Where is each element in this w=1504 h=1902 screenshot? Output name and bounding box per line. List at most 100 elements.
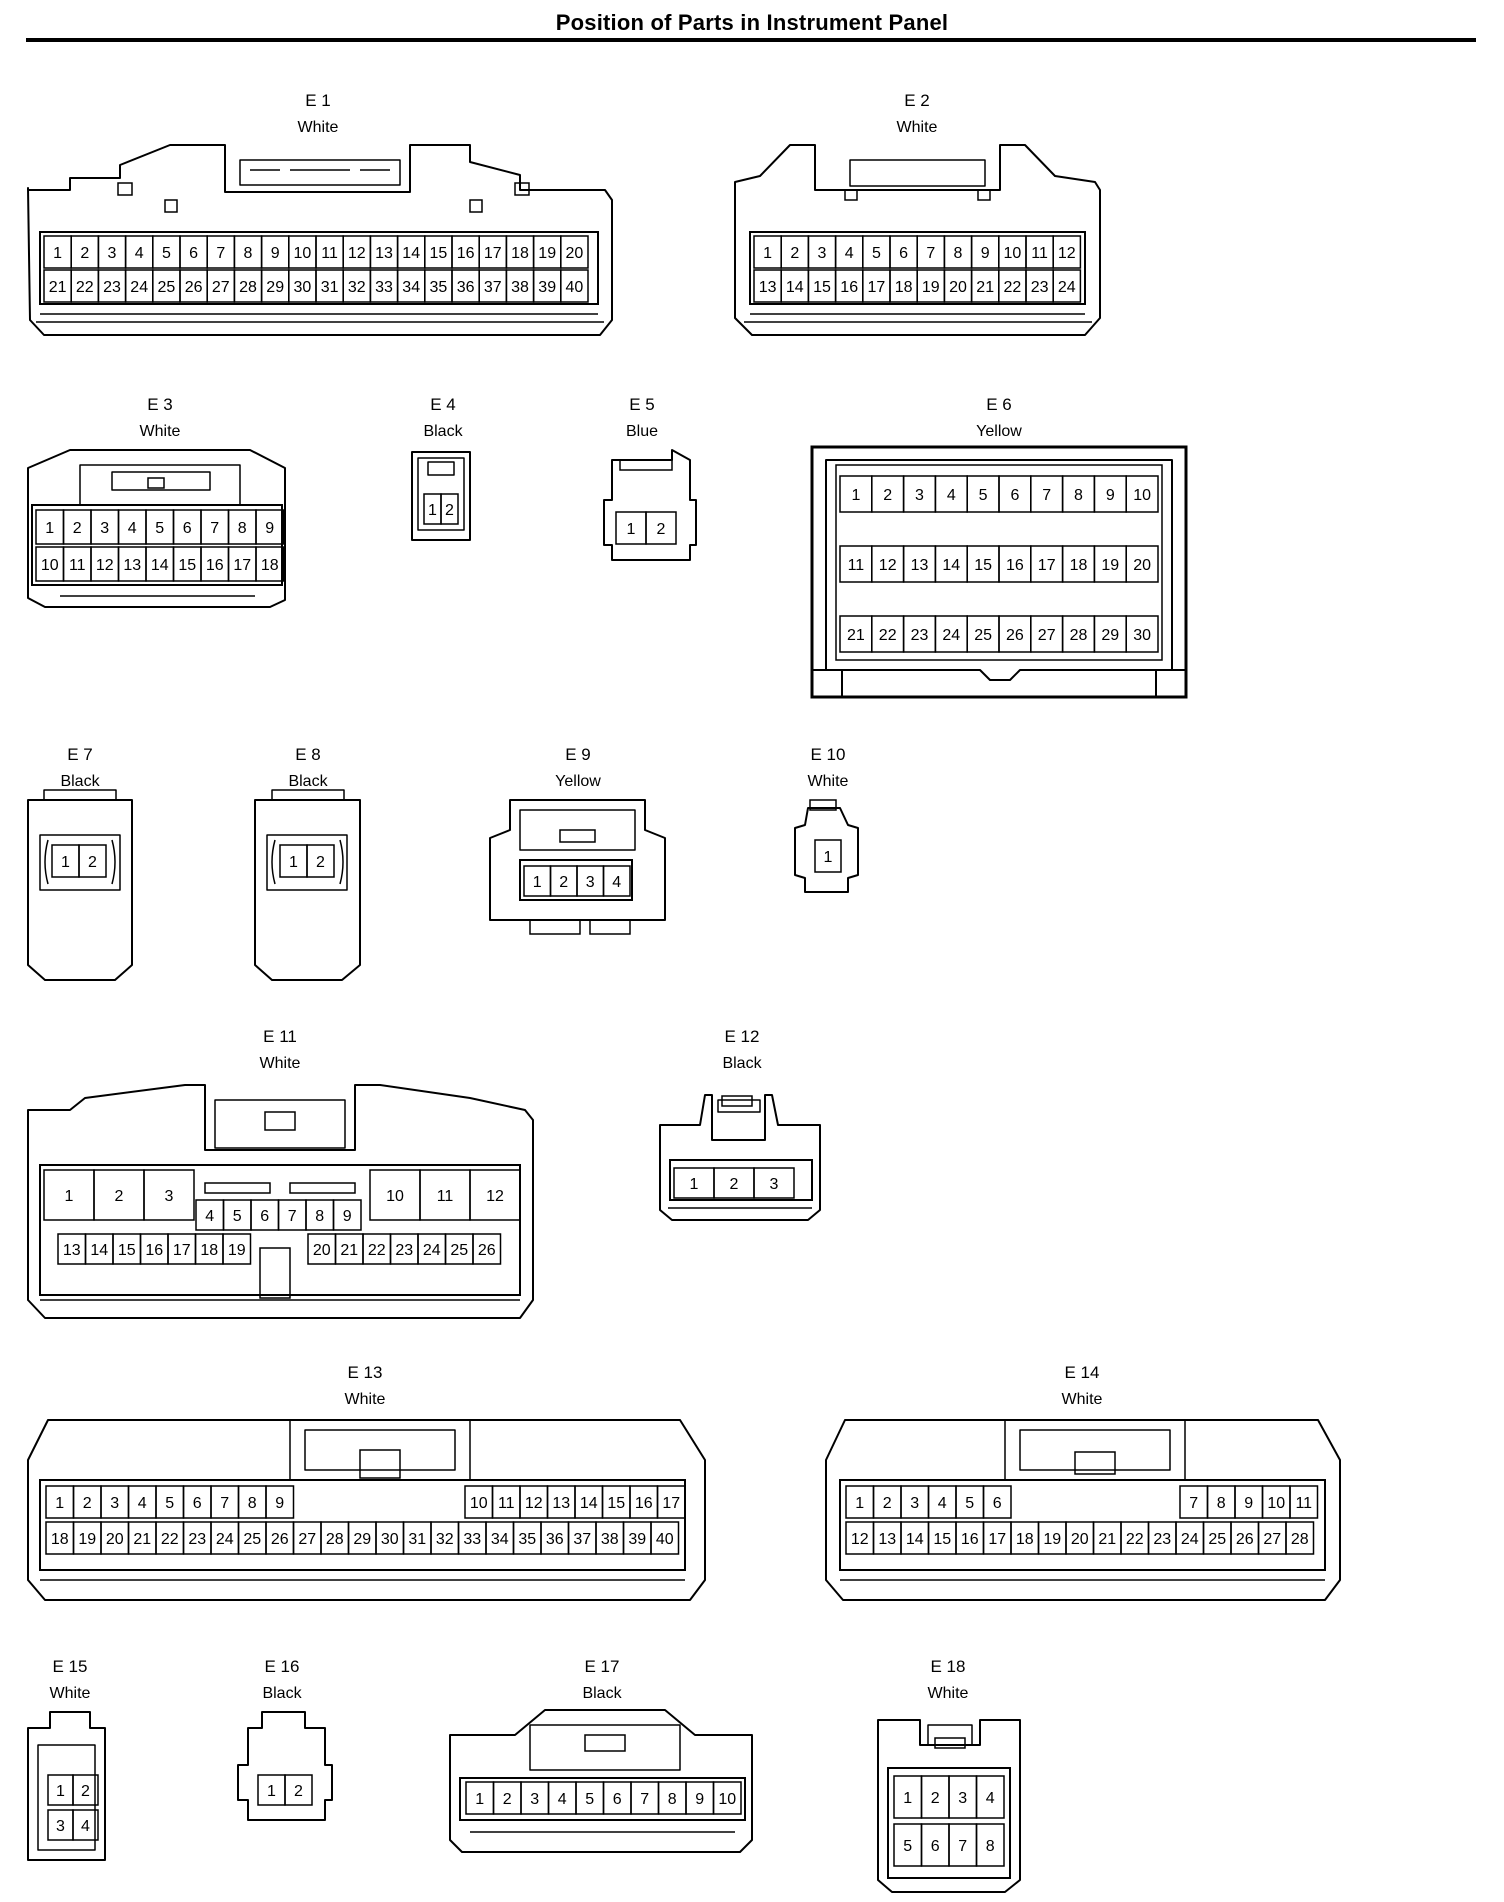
pin-label: 1 [55, 1495, 64, 1512]
pin-label: 13 [63, 1242, 81, 1259]
pin-label: 6 [183, 520, 192, 537]
pin-label: 24 [942, 627, 960, 644]
pin-label: 14 [151, 557, 169, 574]
pin-label: 2 [559, 874, 568, 891]
pin-label: 18 [51, 1531, 69, 1548]
pin-label: 17 [988, 1531, 1006, 1548]
pin-label: 16 [1006, 557, 1024, 574]
pin-label: 17 [233, 557, 251, 574]
connector-color: Black [722, 1055, 762, 1072]
pin-label: 3 [915, 487, 924, 504]
connector-id: E 17 [585, 1657, 620, 1676]
connector-color: Black [262, 1685, 302, 1702]
connector-id: E 4 [430, 395, 456, 414]
pin-label: 8 [244, 245, 253, 262]
pin-label: 23 [911, 627, 929, 644]
connector-id: E 12 [725, 1027, 760, 1046]
pin-label: 20 [313, 1242, 331, 1259]
page-title: Position of Parts in Instrument Panel [555, 10, 949, 35]
pin-label: 28 [1070, 627, 1088, 644]
pin-label: 38 [511, 279, 529, 296]
pin-label: 40 [566, 279, 584, 296]
pin-label: 2 [80, 245, 89, 262]
pin-label: 9 [1106, 487, 1115, 504]
pin-label: 7 [1042, 487, 1051, 504]
pin-label: 37 [573, 1531, 591, 1548]
pin-label: 4 [938, 1495, 947, 1512]
pin-label: 10 [1004, 245, 1022, 262]
pin-label: 20 [106, 1531, 124, 1548]
pin-label: 13 [375, 245, 393, 262]
pin-label: 22 [1004, 279, 1022, 296]
pin-label: 26 [1006, 627, 1024, 644]
connector-id: E 8 [295, 745, 321, 764]
pin-label: 5 [872, 245, 881, 262]
pin-label: 4 [128, 520, 137, 537]
pin-label: 29 [266, 279, 284, 296]
pin-label: 6 [260, 1208, 269, 1225]
pin-label: 1 [690, 1176, 699, 1193]
pin-label: 21 [133, 1531, 151, 1548]
pin-label: 11 [69, 557, 86, 574]
pin-label: 7 [220, 1495, 229, 1512]
connector-color: Yellow [555, 773, 601, 790]
pin-label: 32 [436, 1531, 454, 1548]
pin-label: 14 [942, 557, 960, 574]
pin-label: 27 [298, 1531, 316, 1548]
pin-label: 3 [770, 1176, 779, 1193]
pin-label: 28 [1291, 1531, 1309, 1548]
pin-label: 3 [165, 1188, 174, 1205]
pin-label: 8 [668, 1791, 677, 1808]
pin-label: 11 [498, 1495, 515, 1512]
pin-label: 9 [343, 1208, 352, 1225]
pin-label: 3 [818, 245, 827, 262]
pin-label: 16 [145, 1242, 163, 1259]
pin-label: 15 [974, 557, 992, 574]
pin-label: 8 [1074, 487, 1083, 504]
pin-label: 13 [911, 557, 929, 574]
pin-label: 7 [926, 245, 935, 262]
pin-label: 15 [813, 279, 831, 296]
pin-label: 14 [786, 279, 804, 296]
pin-label: 13 [552, 1495, 570, 1512]
pin-label: 18 [511, 245, 529, 262]
pin-label: 6 [613, 1791, 622, 1808]
pin-label: 7 [288, 1208, 297, 1225]
pin-label: 18 [895, 279, 913, 296]
connector-color: White [298, 119, 339, 136]
pin-label: 22 [1126, 1531, 1144, 1548]
pin-label: 6 [993, 1495, 1002, 1512]
pin-label: 14 [906, 1531, 924, 1548]
connector-id: E 5 [629, 395, 655, 414]
pin-label: 2 [931, 1790, 940, 1807]
pin-label: 2 [294, 1783, 303, 1800]
pin-label: 20 [949, 279, 967, 296]
pin-label: 30 [1133, 627, 1151, 644]
pin-label: 17 [173, 1242, 191, 1259]
connector-id: E 2 [904, 91, 930, 110]
connector-color: White [50, 1685, 91, 1702]
pin-label: 12 [525, 1495, 543, 1512]
pin-label: 1 [824, 849, 833, 866]
connector-id: E 6 [986, 395, 1012, 414]
pin-label: 9 [1244, 1495, 1253, 1512]
pin-label: 25 [158, 279, 176, 296]
pin-label: 18 [200, 1242, 218, 1259]
pin-label: 16 [961, 1531, 979, 1548]
pin-label: 23 [188, 1531, 206, 1548]
pin-label: 15 [178, 557, 196, 574]
pin-label: 2 [316, 854, 325, 871]
pin-label: 24 [216, 1531, 234, 1548]
pin-label: 1 [56, 1783, 65, 1800]
connector-color: White [1062, 1391, 1103, 1408]
pin-label: 11 [437, 1188, 454, 1205]
connector-id: E 16 [265, 1657, 300, 1676]
pin-label: 19 [1043, 1531, 1061, 1548]
pin-label: 13 [759, 279, 777, 296]
pin-label: 34 [491, 1531, 509, 1548]
